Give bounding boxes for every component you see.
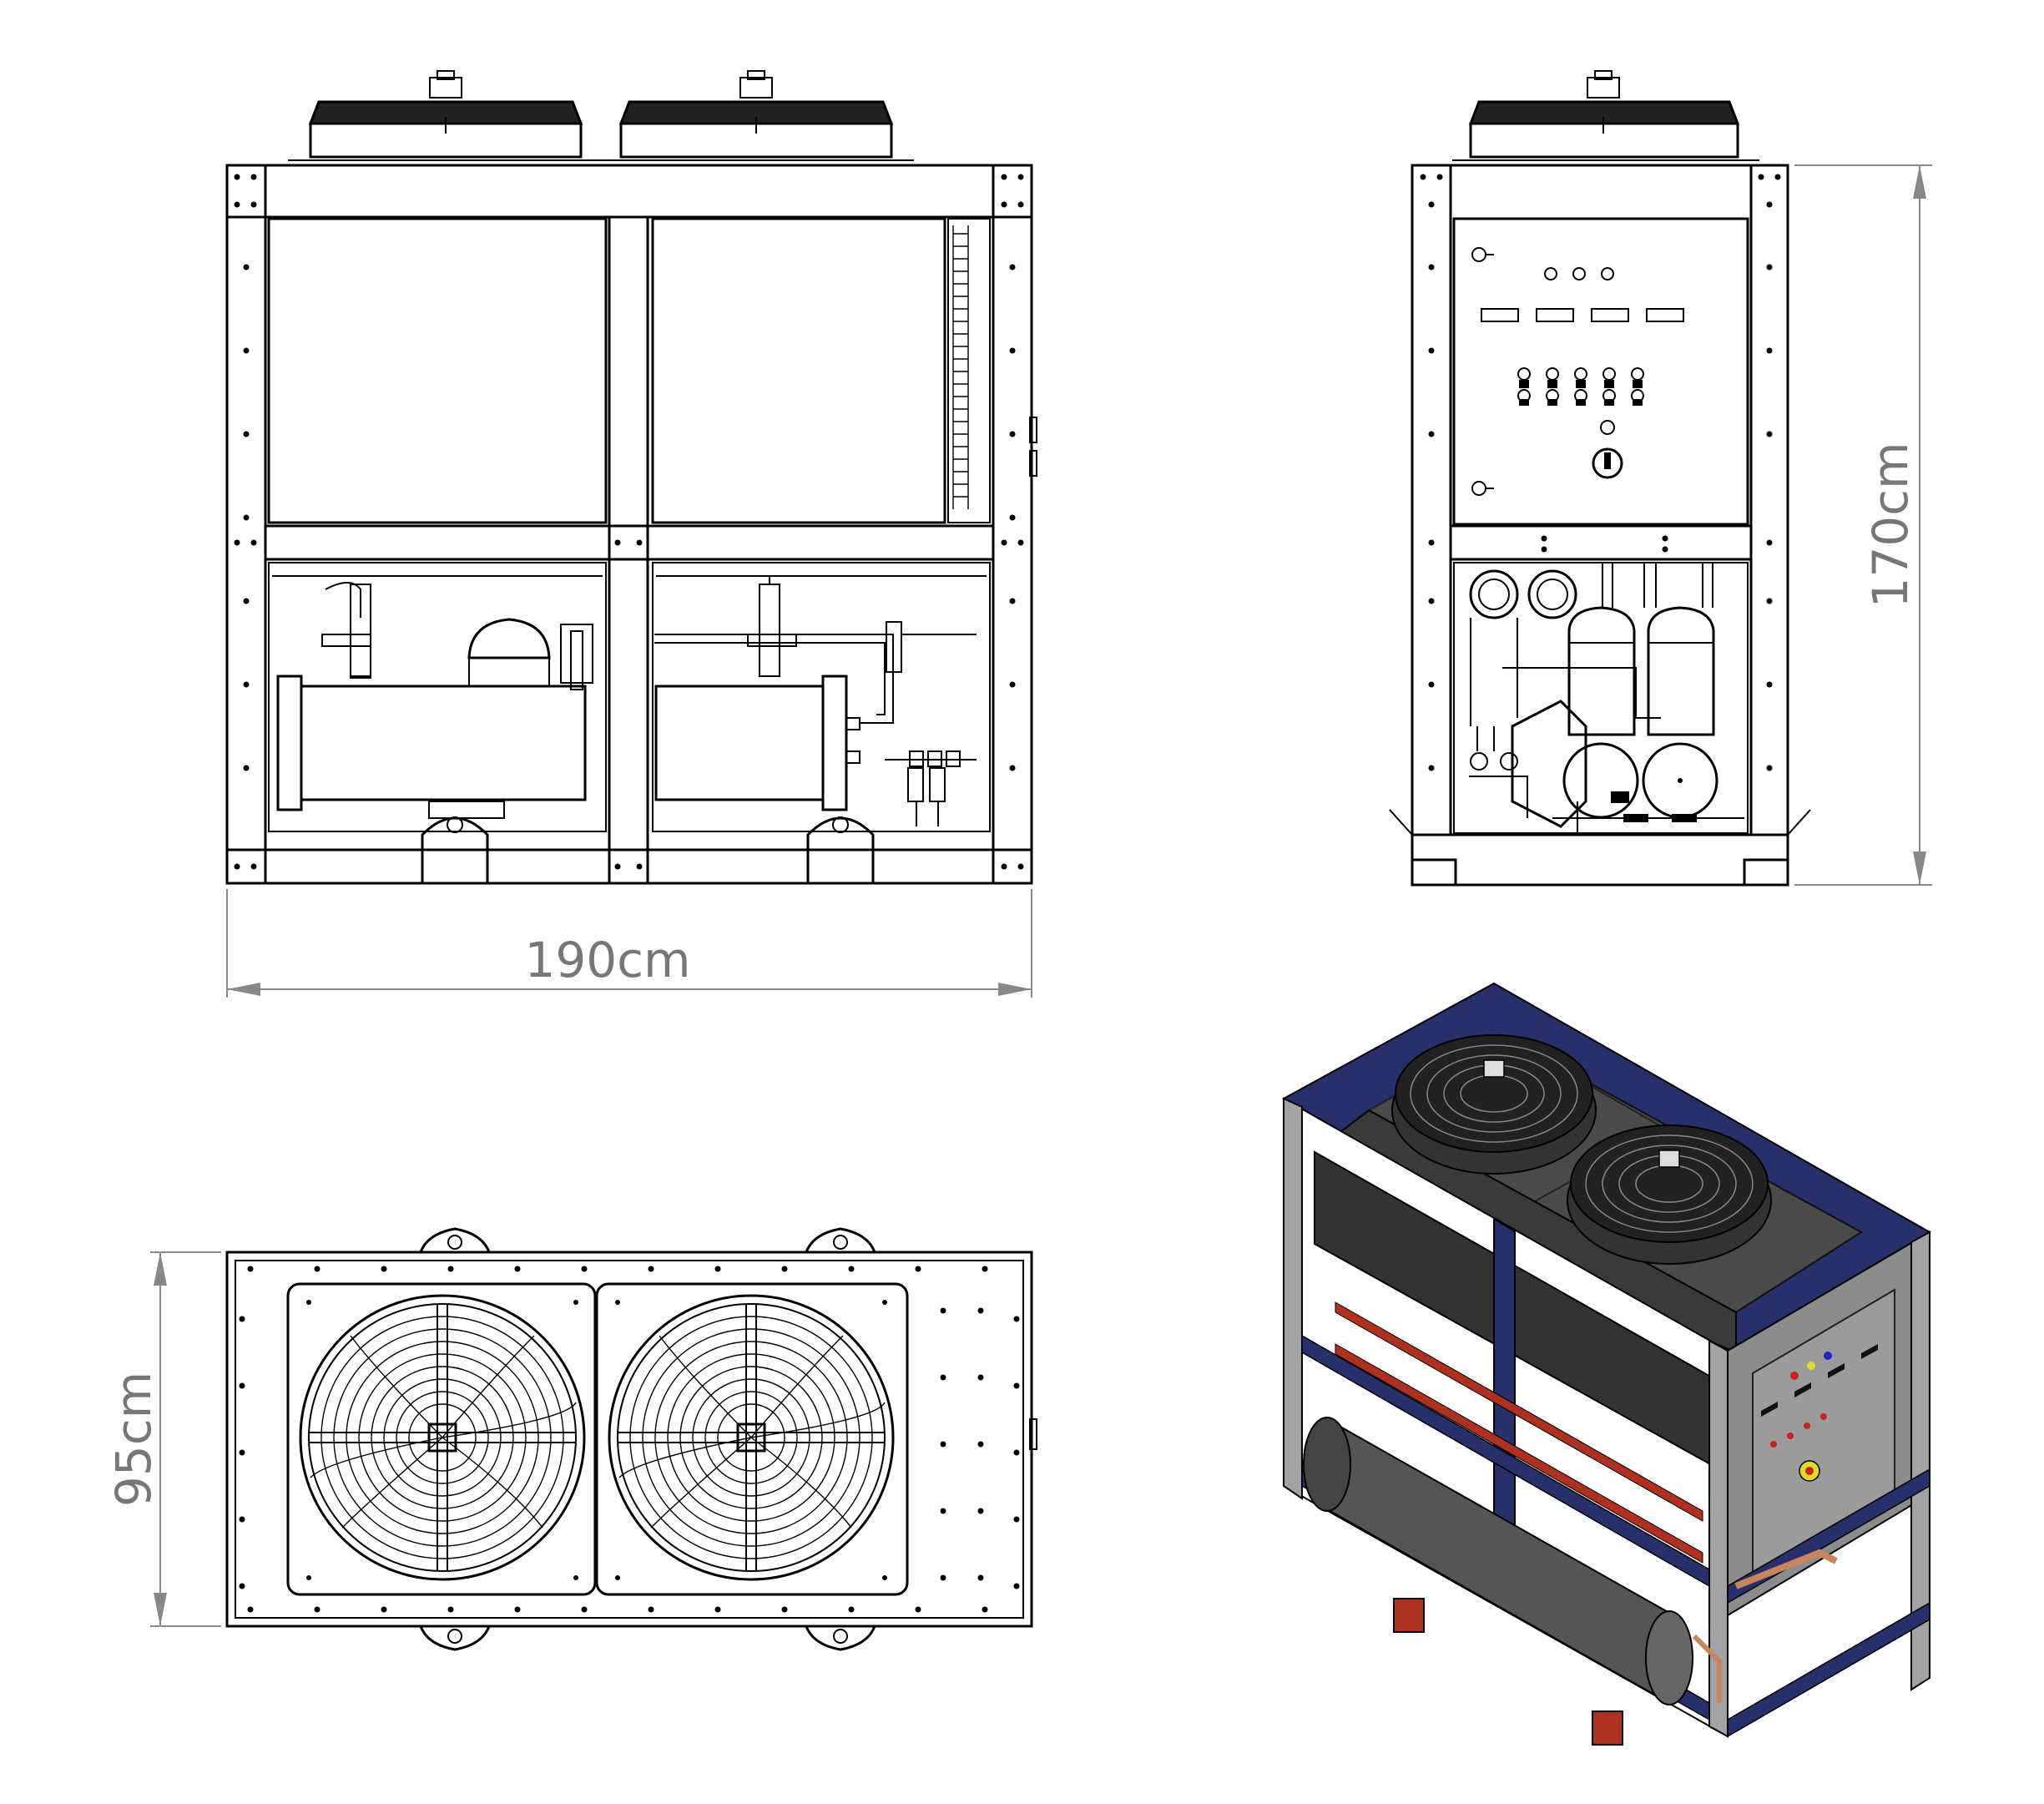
iso-fan-right	[1567, 1124, 1772, 1265]
top-fan-panel-right	[595, 1282, 909, 1596]
iso-fan-left	[1391, 1034, 1597, 1175]
iso-evaporator	[1303, 1417, 1693, 1705]
isometric-view	[1281, 982, 1931, 1746]
top-bolt-dots	[239, 1266, 1020, 1613]
display-slot	[1481, 308, 1519, 322]
top-view: 95cm	[105, 1227, 1037, 1651]
main-switch-icon	[1592, 447, 1623, 479]
top-fan-panel-left	[286, 1282, 597, 1596]
dimension-width: 190cm	[226, 889, 1032, 998]
control-panel	[1452, 217, 1749, 526]
dimension-depth: 95cm	[105, 1251, 221, 1627]
front-evaporator-right	[654, 576, 977, 811]
side-view: 170cm	[1389, 70, 1932, 887]
coil-fins	[952, 225, 969, 509]
front-fan-left	[308, 70, 583, 159]
front-view: 190cm	[225, 70, 1037, 998]
dimension-height-label: 170cm	[1862, 442, 1919, 608]
iso-control-panel	[1761, 1344, 1878, 1482]
condenser-coil-right	[651, 217, 946, 524]
top-fan-left	[299, 1294, 586, 1581]
side-fan	[1468, 70, 1740, 159]
top-fan-right	[608, 1294, 895, 1581]
front-compressor-left	[467, 618, 593, 690]
front-valves	[885, 750, 977, 826]
switch-buttons	[1517, 367, 1644, 406]
front-bolt-dots	[234, 174, 1024, 870]
top-frame	[225, 1251, 1033, 1628]
dimension-depth-label: 95cm	[105, 1372, 162, 1507]
condenser-coil-left	[267, 217, 608, 524]
side-equipment	[1453, 562, 1749, 834]
front-evaporator-left	[276, 582, 587, 819]
indicator-lamp	[1544, 267, 1557, 280]
dimension-width-label: 190cm	[524, 932, 690, 988]
dimension-height: 170cm	[1794, 164, 1932, 886]
side-frame	[1411, 164, 1789, 887]
front-fan-right	[618, 70, 894, 159]
front-frame	[225, 164, 1033, 885]
front-lifting-lug-right	[806, 816, 875, 885]
front-lifting-lug-left	[421, 816, 489, 885]
side-bolt-dots	[1420, 174, 1781, 771]
